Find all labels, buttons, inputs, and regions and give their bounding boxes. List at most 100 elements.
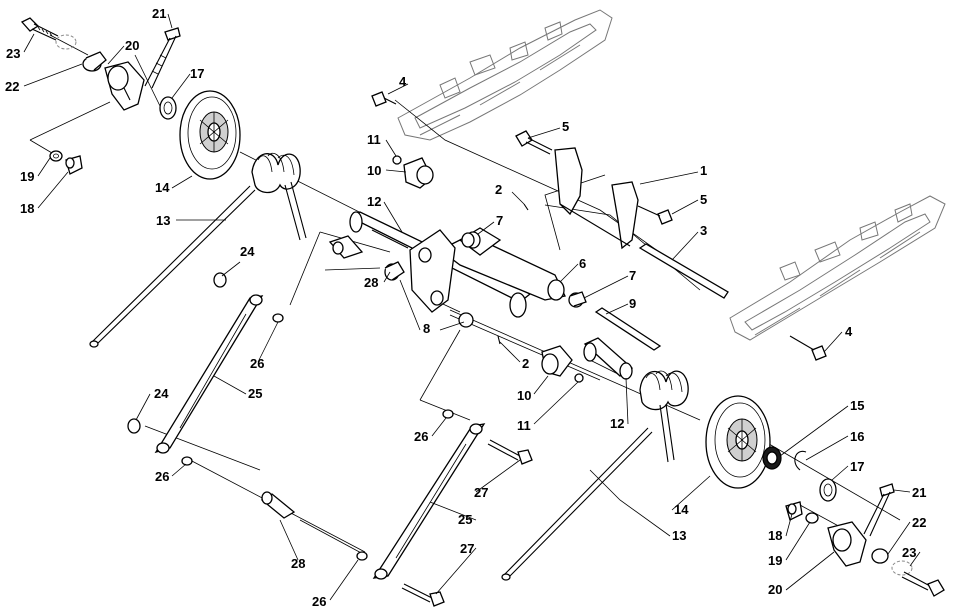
callout-19-lower: 19 — [768, 553, 782, 568]
callout-22-upper: 22 — [5, 79, 19, 94]
bearing-15 — [762, 446, 782, 470]
callout-24-upper: 24 — [240, 244, 255, 259]
callout-28-center: 28 — [364, 275, 378, 290]
link-25-left — [154, 294, 264, 454]
bolt-5-upper — [515, 130, 553, 155]
callout-10-lower: 10 — [517, 388, 531, 403]
bolt-5-right — [637, 205, 673, 225]
spring-13-lower — [501, 370, 689, 581]
callout-12-upper: 12 — [367, 194, 381, 209]
rod-9 — [594, 307, 662, 351]
rod-3 — [638, 243, 729, 299]
pin-2-lower — [497, 335, 501, 345]
snap-ring-16 — [794, 450, 807, 471]
tube-28-lower — [260, 491, 296, 519]
callout-3: 3 — [700, 223, 707, 238]
bolt-27-upper — [487, 439, 533, 465]
tube-28-upper — [328, 235, 364, 259]
bracket-1 — [554, 147, 639, 250]
washer-11-upper — [392, 155, 402, 165]
bushing-28-center — [384, 261, 405, 281]
bolt-23-lower — [901, 571, 945, 597]
washer-11-lower — [574, 373, 584, 383]
washer-26-b — [181, 456, 193, 466]
callout-14-lower: 14 — [674, 502, 689, 517]
callout-15: 15 — [850, 398, 864, 413]
pin-18-lower — [785, 501, 803, 521]
callout-7-right: 7 — [629, 268, 636, 283]
callout-27-upper: 27 — [474, 485, 488, 500]
washer-26-d — [356, 551, 368, 561]
left-slide-rail — [397, 9, 613, 141]
tube-12-lower — [583, 337, 634, 380]
spacer-7-right — [568, 291, 587, 308]
washer-19-lower — [805, 512, 819, 524]
washer-19-upper — [49, 150, 63, 162]
callout-19-upper: 19 — [20, 169, 34, 184]
callout-4-upper: 4 — [399, 74, 407, 89]
callout-leaders — [23, 13, 921, 601]
callout-28-lower: 28 — [291, 556, 305, 571]
washer-26-a — [272, 313, 284, 323]
callout-26-b: 26 — [155, 469, 169, 484]
callout-13-lower: 13 — [672, 528, 686, 543]
callout-4-lower: 4 — [845, 324, 853, 339]
callout-21-lower: 21 — [912, 485, 926, 500]
callout-16: 16 — [850, 429, 864, 444]
spacer-10-lower — [541, 345, 573, 377]
link-25-right — [372, 423, 486, 580]
callout-17-upper: 17 — [190, 66, 204, 81]
callout-11-upper: 11 — [367, 132, 381, 147]
callout-23-upper: 23 — [6, 46, 20, 61]
wheel-14-upper — [179, 90, 241, 180]
callout-20-upper: 20 — [125, 38, 139, 53]
callout-25-left: 25 — [248, 386, 262, 401]
callout-10-upper: 10 — [367, 163, 381, 178]
spacer-17-upper — [159, 96, 177, 120]
spacer-7-upper — [461, 232, 475, 248]
callouts: 23 21 20 22 17 19 18 14 13 4 5 11 10 2 1… — [5, 6, 926, 609]
bolt-21-lower — [863, 483, 895, 537]
callout-27-lower: 27 — [460, 541, 474, 556]
callout-12-lower: 12 — [610, 416, 624, 431]
bushing-24-lower — [127, 418, 141, 434]
callout-18-upper: 18 — [20, 201, 34, 216]
callout-2-lower: 2 — [522, 356, 529, 371]
callout-25-right: 25 — [458, 512, 472, 527]
washer-26-c — [442, 409, 454, 419]
callout-5-right: 5 — [700, 192, 707, 207]
callout-23-lower: 23 — [902, 545, 916, 560]
callout-7-upper: 7 — [496, 213, 503, 228]
callout-1: 1 — [700, 163, 707, 178]
callout-18-lower: 18 — [768, 528, 782, 543]
pin-2-upper — [523, 203, 529, 211]
callout-8: 8 — [423, 321, 430, 336]
spacer-10-upper — [403, 157, 434, 189]
bushing-22-lower — [871, 548, 889, 564]
callout-17-lower: 17 — [850, 459, 864, 474]
bolt-23-upper — [20, 17, 59, 41]
callout-13-upper: 13 — [156, 213, 170, 228]
callout-2-upper: 2 — [495, 182, 502, 197]
callout-24-lower: 24 — [154, 386, 169, 401]
callout-14-upper: 14 — [155, 180, 170, 195]
bracket-20-upper — [104, 61, 145, 111]
right-slide-rail — [729, 195, 946, 341]
washer-ghost-upper — [55, 34, 77, 50]
callout-26-c: 26 — [414, 429, 428, 444]
wheel-14-lower — [705, 395, 771, 489]
callout-21-upper: 21 — [152, 6, 166, 21]
callout-6: 6 — [579, 256, 586, 271]
callout-20-lower: 20 — [768, 582, 782, 597]
callout-5-upper: 5 — [562, 119, 569, 134]
spring-13-upper — [89, 152, 307, 348]
bolt-4-lower — [789, 335, 827, 361]
bracket-20-lower — [827, 521, 867, 567]
callout-22-lower: 22 — [912, 515, 926, 530]
bushing-22-upper — [82, 51, 107, 72]
spacer-17-lower — [819, 478, 837, 502]
washer-ghost-lower — [891, 560, 913, 576]
pivot-plate-8 — [409, 229, 456, 313]
callout-26-d: 26 — [312, 594, 326, 609]
